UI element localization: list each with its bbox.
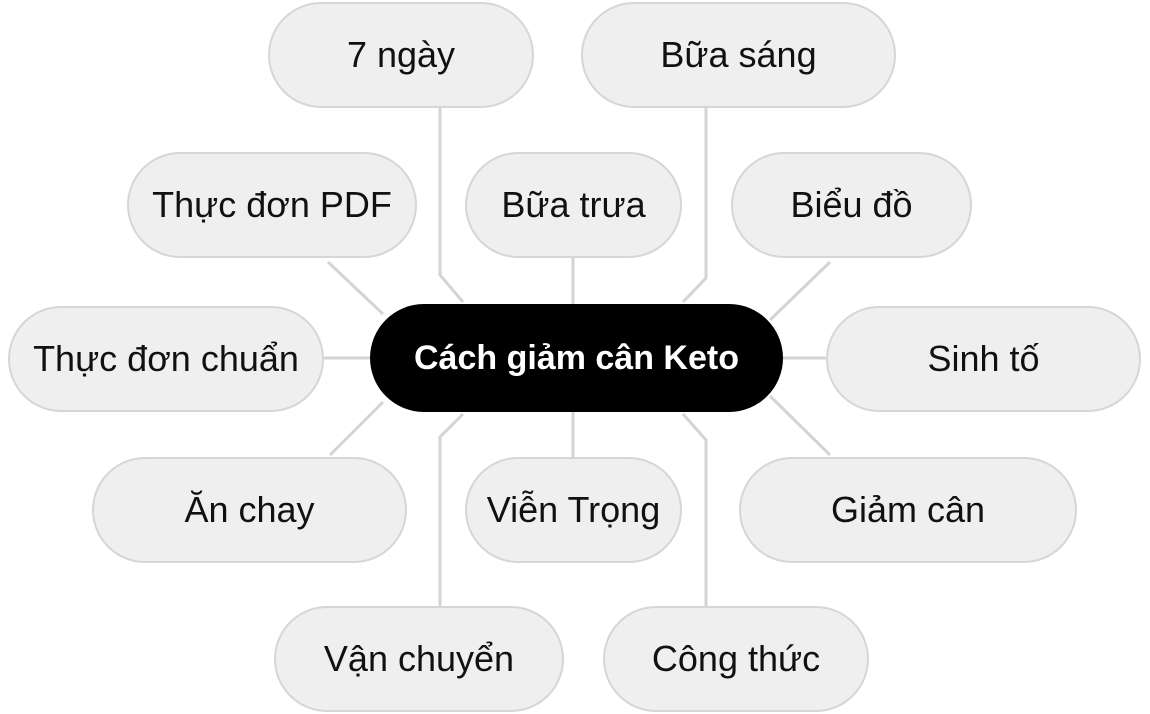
node-giam-can: Giảm cân	[739, 457, 1077, 563]
node-bieu-do: Biểu đồ	[731, 152, 972, 258]
connector-cong-thuc	[681, 413, 708, 606]
node-bua-sang: Bữa sáng	[581, 2, 896, 108]
node-sinh-to: Sinh tố	[826, 306, 1141, 412]
node-bua-trua: Bữa trưa	[465, 152, 682, 258]
connector-giam-can	[768, 394, 832, 457]
node-cong-thuc: Công thức	[603, 606, 869, 712]
center-node: Cách giảm cân Keto	[370, 304, 783, 412]
node-thuc-don-chuan: Thực đơn chuẩn	[8, 306, 324, 412]
connector-an-chay	[328, 400, 385, 457]
connector-thuc-don-pdf	[326, 260, 385, 316]
node-vien-trong: Viễn Trọng	[465, 457, 682, 563]
connector-7-ngay	[438, 108, 465, 303]
connector-van-chuyen	[438, 412, 465, 606]
node-7-ngay: 7 ngày	[268, 2, 534, 108]
node-an-chay: Ăn chay	[92, 457, 407, 563]
node-thuc-don-pdf: Thực đơn PDF	[127, 152, 417, 258]
connector-bieu-do	[768, 260, 832, 322]
node-van-chuyen: Vận chuyển	[274, 606, 564, 712]
connector-bua-sang	[681, 108, 708, 304]
